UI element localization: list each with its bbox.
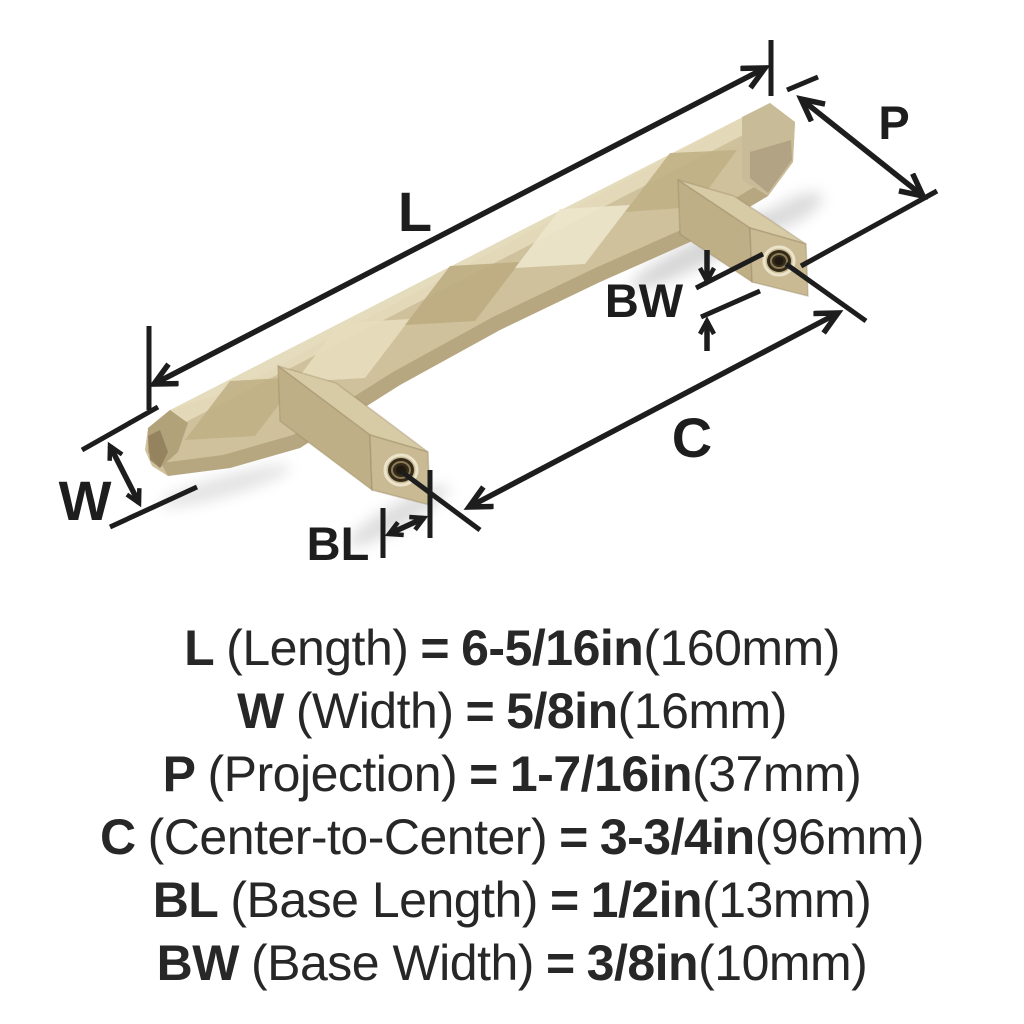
- spec-imperial-value: 3-3/4in: [599, 809, 755, 865]
- spec-metric-value: (16mm): [617, 683, 788, 739]
- spec-code: BW: [156, 935, 240, 991]
- spec-imperial-value: 5/8in: [506, 683, 618, 739]
- bar-facet: [185, 377, 300, 440]
- spec-metric-value: (13mm): [702, 872, 872, 928]
- spec-list: L(Length)=6-5/16in(160mm) W(Width)=5/8in…: [0, 617, 1024, 995]
- spec-row-width: W(Width)=5/8in(16mm): [0, 680, 1024, 743]
- dimension-BW: BW: [605, 250, 765, 351]
- rear-screw-hole: [762, 245, 796, 277]
- spec-name: (Base Length): [230, 872, 538, 928]
- dimension-L: L: [146, 40, 774, 410]
- front-post: [277, 364, 431, 506]
- spec-imperial-value: 1-7/16in: [509, 746, 693, 802]
- spec-code: L: [184, 620, 215, 676]
- spec-equals: =: [559, 809, 588, 865]
- spec-metric-value: (96mm): [754, 809, 925, 865]
- spec-equals: =: [420, 620, 450, 676]
- dim-P-tick: [786, 74, 819, 93]
- spec-row-projection: P(Projection)=1-7/16in(37mm): [0, 743, 1024, 806]
- spec-code: BL: [152, 872, 219, 928]
- spec-name: (Length): [226, 620, 409, 676]
- spec-row-base-width: BW(Base Width)=3/8in(10mm): [0, 932, 1024, 995]
- dim-label-L: L: [398, 180, 432, 243]
- spec-name: (Projection): [207, 746, 458, 802]
- spec-equals: =: [545, 935, 575, 991]
- dimension-W: W: [59, 404, 199, 532]
- dim-P-line: [801, 99, 923, 196]
- spec-name: (Center-to-Center): [147, 809, 548, 865]
- dim-BL-arrow: [384, 514, 429, 538]
- spec-equals: =: [465, 683, 495, 739]
- spec-metric-value: (37mm): [692, 746, 862, 802]
- dim-W-tick-upper: [80, 404, 160, 453]
- spec-code: C: [100, 809, 136, 865]
- spec-imperial-value: 1/2in: [590, 872, 703, 928]
- spec-metric-value: (160mm): [643, 620, 840, 676]
- handle-dimension-illustration: L P C BW W: [59, 40, 939, 570]
- dim-W-tick-lower: [108, 484, 199, 530]
- spec-imperial-value: 6-5/16in: [461, 620, 644, 676]
- spec-equals: =: [469, 746, 498, 802]
- spec-row-length: L(Length)=6-5/16in(160mm): [0, 617, 1024, 680]
- dim-label-BW: BW: [605, 274, 684, 327]
- front-hole-axis-line: [400, 469, 482, 533]
- dim-label-P: P: [878, 96, 909, 149]
- bar-left-tip-dark: [148, 430, 168, 468]
- dim-W-arrow: [107, 441, 142, 508]
- dim-label-W: W: [59, 469, 112, 532]
- dimension-BL: BL: [307, 470, 433, 570]
- spec-name: (Width): [295, 683, 454, 739]
- rear-hole-axis-line: [784, 261, 868, 324]
- dim-label-C: C: [672, 406, 712, 469]
- dimension-P: P: [786, 74, 939, 269]
- dim-label-BL: BL: [307, 517, 370, 570]
- spec-row-center-to-center: C(Center-to-Center)=3-3/4in(96mm): [0, 806, 1024, 869]
- post-end-extension-line: [799, 188, 939, 269]
- spec-imperial-value: 3/8in: [586, 935, 699, 991]
- spec-equals: =: [549, 872, 579, 928]
- dim-C-line: [469, 313, 838, 507]
- spec-code: P: [162, 746, 196, 802]
- spec-name: (Base Width): [250, 935, 534, 991]
- dimension-C: C: [400, 261, 868, 533]
- spec-row-base-length: BL(Base Length)=1/2in(13mm): [0, 869, 1024, 932]
- dim-BW-tick-lower: [699, 288, 762, 320]
- spec-metric-value: (10mm): [698, 935, 868, 991]
- dim-L-line: [154, 68, 765, 384]
- spec-code: W: [237, 683, 284, 739]
